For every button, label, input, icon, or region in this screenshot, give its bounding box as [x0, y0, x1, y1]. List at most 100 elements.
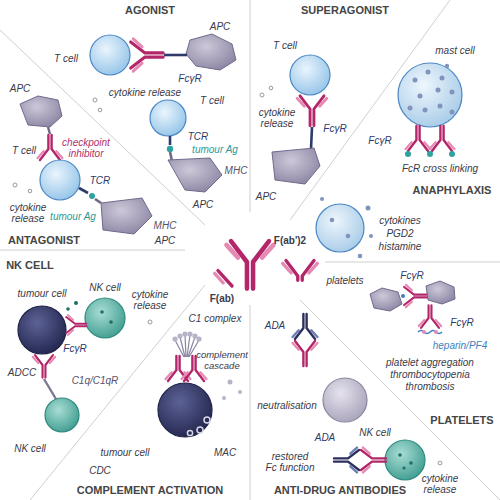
- effect-label: cytokine release: [8, 202, 48, 224]
- molecule-label: ADA: [265, 320, 286, 331]
- tumour-cell: [158, 383, 212, 437]
- tcr: [79, 188, 88, 193]
- cell-label: platelets: [326, 275, 363, 286]
- apc-cell: [20, 96, 62, 127]
- apc-cell: [101, 198, 152, 234]
- section-title: COMPLEMENT ACTIVATION: [77, 484, 223, 496]
- cytokine: [269, 86, 273, 90]
- granule: [413, 78, 418, 83]
- anti-drug-antibody: [293, 314, 318, 339]
- complement-protein: [238, 390, 242, 394]
- t-cell: [290, 55, 330, 95]
- cell-label: APC: [210, 21, 231, 32]
- granule: [100, 310, 104, 314]
- granule: [423, 108, 428, 113]
- granule: [402, 466, 405, 469]
- receptor-label: MHC: [225, 165, 248, 176]
- section-title: NK CELL: [6, 259, 54, 271]
- cytokine: [260, 93, 264, 97]
- effect-label: restored Fc function: [265, 451, 315, 473]
- tumour-cell: [18, 306, 66, 354]
- molecule-label: MAC: [214, 447, 236, 458]
- antibody: [293, 341, 318, 366]
- released-granule: [320, 197, 324, 201]
- tcr: [169, 136, 172, 145]
- tumour-antigen: [89, 193, 95, 199]
- mediator-label: cytokines: [379, 215, 421, 226]
- receptor-label: TCR: [90, 175, 111, 186]
- antibody: [361, 448, 386, 473]
- granule: [408, 106, 413, 111]
- receptor-label: FcγR: [450, 317, 473, 328]
- c1q-receptor: [44, 379, 56, 399]
- c1q-head: [172, 336, 177, 341]
- divider: [250, 0, 251, 212]
- c1q-head: [196, 336, 201, 341]
- fragment-label: F(ab): [210, 293, 234, 304]
- fab2-fragment: [283, 261, 318, 281]
- granule: [426, 70, 431, 75]
- effect-label: cytokine release: [257, 107, 297, 129]
- released-granule: [358, 254, 363, 259]
- cell-label: T cell: [12, 145, 36, 156]
- receptor-label: FcγR: [323, 123, 346, 134]
- antigen-label: tumour Ag: [50, 211, 96, 222]
- anti-drug-antibody: [334, 448, 359, 473]
- receptor-label: FcγR: [178, 73, 201, 84]
- platelet: [426, 281, 455, 304]
- cytokine: [13, 183, 17, 187]
- cell-label: tumour cell: [18, 288, 67, 299]
- effect-label: complement cascade: [196, 349, 249, 371]
- allergen: [449, 151, 455, 157]
- platelets-scene: [370, 281, 455, 334]
- antigen-label: heparin/PF4: [433, 340, 487, 351]
- divider: [300, 300, 500, 500]
- pf4: [434, 330, 438, 334]
- receptor-label: TCR: [188, 131, 209, 142]
- granule: [445, 64, 449, 68]
- granules: [408, 64, 455, 115]
- divider: [0, 250, 185, 251]
- receptor-label: MHC: [154, 220, 177, 231]
- antibody: [66, 315, 86, 335]
- t-cell: [40, 160, 80, 200]
- tumour-antigen: [167, 146, 173, 152]
- receptor-label: C1q/C1qR: [72, 375, 119, 386]
- effect-label: CDC: [89, 465, 111, 476]
- drug-label: checkpoint inhibitor: [61, 137, 111, 159]
- cell-label: APC: [155, 235, 176, 246]
- checkpoint-ligand: [48, 127, 50, 134]
- fc-receptor: [164, 54, 187, 57]
- antibody: [406, 126, 431, 151]
- t-cell: [90, 35, 130, 75]
- effect-label: neutralisation: [257, 400, 316, 411]
- section-title: ANTI-DRUG ANTIBODIES: [274, 484, 406, 496]
- c1q-head: [182, 331, 187, 336]
- nk-cell-scene: [18, 298, 152, 432]
- section-title: ANTAGONIST: [8, 234, 80, 246]
- allergen: [427, 151, 433, 157]
- complement-scene: [158, 331, 242, 437]
- antibody: [297, 96, 327, 126]
- granule: [409, 461, 413, 465]
- effect-label: ADCC: [8, 367, 36, 378]
- fc-receptor: [311, 127, 312, 149]
- effect-label: cytokine release: [420, 473, 460, 495]
- cell-label: tumour cell: [101, 447, 150, 458]
- released-granule: [369, 234, 373, 238]
- complement-protein: [222, 396, 226, 400]
- mast-cell: [398, 63, 462, 127]
- pf4: [422, 330, 426, 334]
- mac-pore: [197, 427, 203, 433]
- granule: [418, 94, 423, 99]
- released-granule: [366, 206, 371, 211]
- platelet: [370, 288, 402, 311]
- perforin: [74, 301, 78, 305]
- antibody: [33, 355, 55, 378]
- apc-cell: [272, 148, 320, 184]
- granule: [450, 110, 455, 115]
- antibody: [430, 126, 455, 151]
